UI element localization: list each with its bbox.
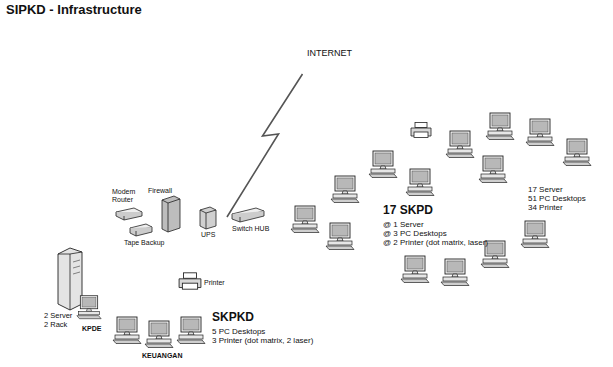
keuangan-desktops [113, 317, 205, 348]
internet-cloud: INTERNET [262, 30, 397, 74]
region-detail: 34 Printer [528, 204, 563, 213]
modem-router [116, 208, 142, 220]
kpde-desktop [77, 296, 101, 319]
region-heading: SKPKD [212, 311, 254, 324]
device-label: KEUANGAN [142, 352, 182, 360]
skpd-desktops [291, 113, 591, 286]
region-heading: INTERNET [262, 49, 397, 59]
region-ellipse [48, 217, 362, 367]
network-region: 17 SKPD @ 1 Server@ 3 PC Desktops@ 2 Prin… [215, 80, 613, 340]
server-rack [58, 248, 82, 310]
region-detail: 17 Server [528, 186, 563, 195]
region-detail: @ 2 Printer (dot matrix, laser) [383, 239, 488, 248]
device-label: 2 Rack [44, 321, 67, 329]
region-detail: @ 1 Server [383, 221, 424, 230]
device-label: Tape Backup [124, 239, 164, 247]
device-label: Switch HUB [232, 225, 269, 233]
tape-backup [130, 224, 152, 236]
wireless-link [227, 74, 303, 217]
skpkd-printer [179, 273, 201, 289]
region-detail: 5 PC Desktops [212, 328, 265, 337]
device-label: 2 Server [44, 312, 72, 320]
region-detail: 3 Printer (dot matrix, 2 laser) [212, 337, 313, 346]
switch-hub [232, 208, 264, 222]
network-region: SKPKD 5 PC Desktops3 Printer (dot matrix,… [48, 217, 362, 367]
device-label: Modem Router [112, 188, 142, 203]
device-label: KPDE [82, 325, 101, 333]
region-detail: 51 PC Desktops [528, 195, 586, 204]
region-detail: @ 3 PC Desktops [383, 230, 447, 239]
device-label: UPS [201, 231, 215, 239]
device-label: Printer [204, 279, 225, 287]
region-heading: 17 SKPD [383, 204, 433, 217]
diagram-title: SIPKD - Infrastructure [6, 3, 142, 17]
ups [200, 207, 216, 229]
firewall [162, 196, 180, 232]
device-label: Firewall [148, 187, 172, 195]
